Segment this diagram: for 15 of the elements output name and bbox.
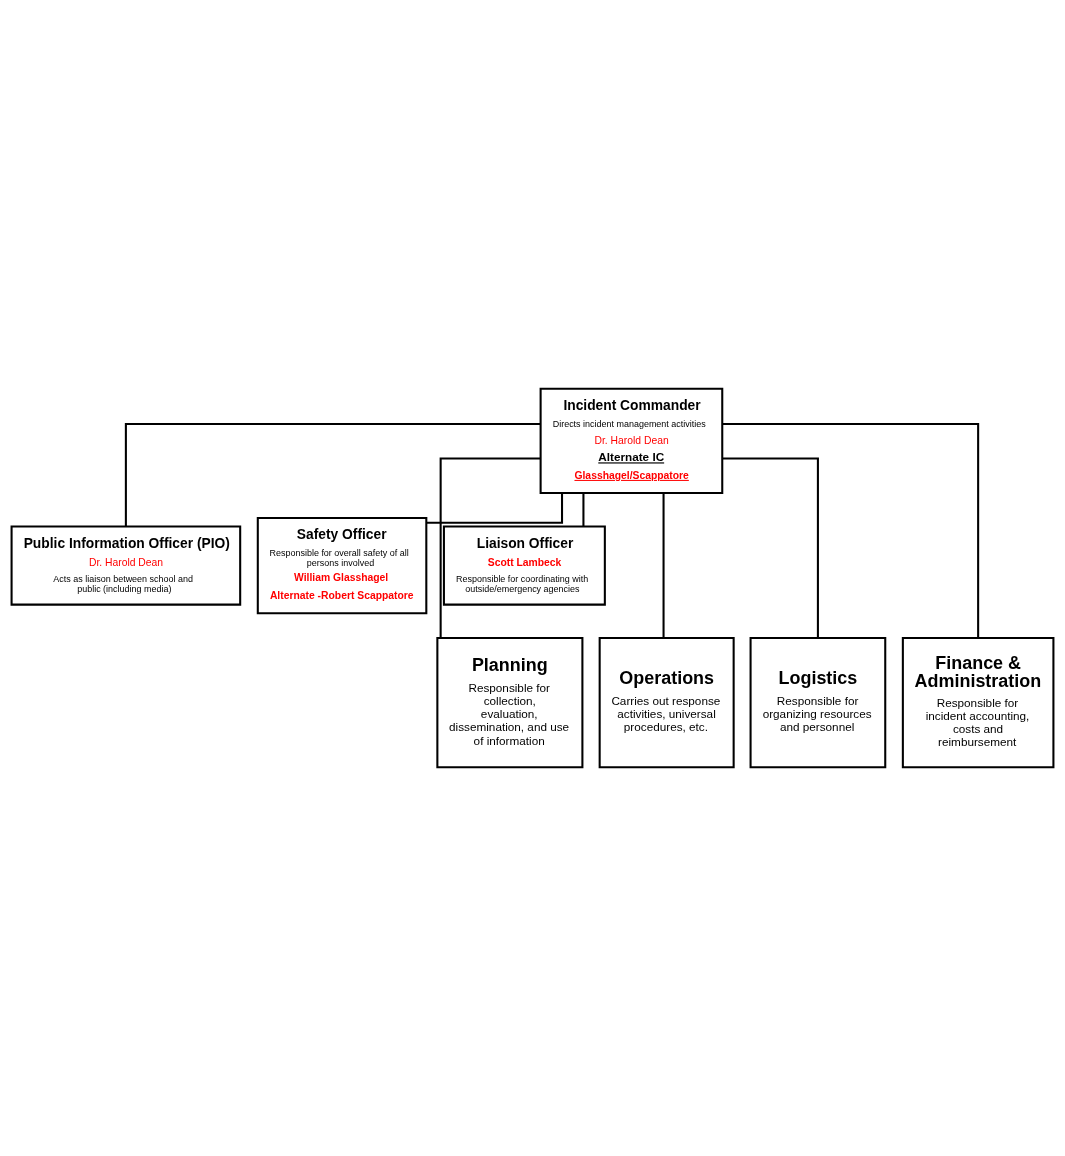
node-box: Safety Officer Responsible for overall safety of all persons involved William Glasshagel Alternate -Robert Scappatore xyxy=(256,516,428,615)
node-box: Incident Commander Directs incident management activities Dr. Harold Dean Alternate IC Glasshagel/Scappatore xyxy=(539,387,724,495)
node-box: Planning Responsible for collection, evaluation, dissemination, and use of information xyxy=(436,637,584,769)
connector xyxy=(124,422,541,527)
node-box: Liaison Officer Scott Lambeck Responsible for coordinating with outside/emergency agencies xyxy=(442,525,606,606)
connector xyxy=(722,457,819,638)
node-box: Logistics Responsible for organizing resources and personnel xyxy=(749,637,887,769)
connector xyxy=(439,457,541,638)
node-box: Finance & Administration Responsible for incident accounting, costs and reimbursement xyxy=(901,637,1055,769)
connector xyxy=(722,422,980,638)
node-box: Operations Carries out response activities, universal procedures, etc. xyxy=(598,637,735,769)
connector xyxy=(662,493,665,638)
connector xyxy=(582,493,585,527)
connector xyxy=(426,493,564,524)
node-box: Public Information Officer (PIO) Dr. Harold Dean Acts as liaison between school and public (including media) xyxy=(10,525,242,606)
